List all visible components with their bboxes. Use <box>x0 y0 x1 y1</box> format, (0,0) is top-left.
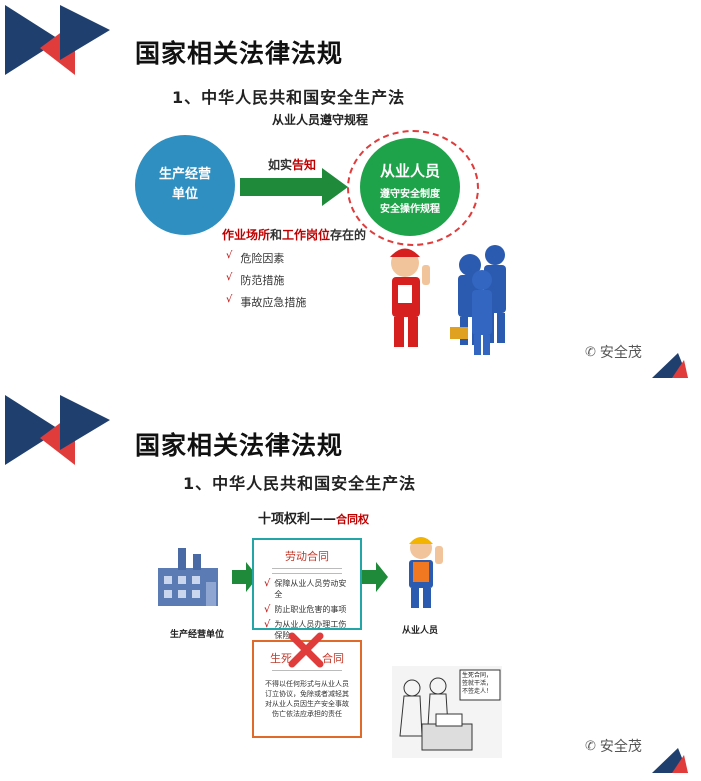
rights-plain: 十项权利—— <box>258 512 337 527</box>
labor-contract-title: 劳动合同 <box>285 550 329 563</box>
life-death-title: 生死 合同 <box>254 650 360 666</box>
watermark: ✆ 安全茂 <box>585 342 642 362</box>
check-icon: √ <box>226 294 233 305</box>
divider <box>272 670 342 671</box>
arrow-label-plain: 如实 <box>268 158 293 172</box>
slide-2: 国家相关法律法规 1、中华人民共和国安全生产法 十项权利——合同权 生产经营单位… <box>0 390 701 781</box>
workplace-heading: 作业场所和工作岗位存在的 <box>222 226 366 243</box>
cartoon-speech: 生死合同， 签就干活， 不签走人！ <box>462 672 492 696</box>
wechat-icon: ✆ <box>585 344 596 360</box>
check-icon: √ <box>264 578 271 589</box>
page-title: 国家相关法律法规 <box>135 39 344 68</box>
arrow-label-red: 告知 <box>292 158 317 172</box>
list-item: √为从业人员办理工伤保险 <box>264 619 350 641</box>
cross-mark-icon <box>288 632 324 668</box>
list-item: √ 防范措施 <box>226 272 284 288</box>
list-item: √防止职业危害的事项 <box>264 604 350 615</box>
workplace-plain-1: 和 <box>270 228 283 242</box>
workplace-plain-2: 存在的 <box>330 228 367 242</box>
arrow-label: 如实告知 <box>268 156 316 173</box>
divider <box>272 568 342 569</box>
check-icon: √ <box>226 250 233 261</box>
prohibition-line: 对从业人员因生产安全事故 <box>265 700 349 708</box>
right-circle-line-2: 安全操作规程 <box>380 203 440 215</box>
right-circle-line-1: 遵守安全制度 <box>380 188 440 200</box>
right-arrow <box>362 562 388 592</box>
employer-label: 生产经营单位 <box>170 630 225 640</box>
corner-decoration <box>5 395 110 465</box>
left-circle-line-1: 生产经营 <box>158 167 211 182</box>
worker-illustration <box>409 537 443 608</box>
workplace-red-2: 工作岗位 <box>282 228 331 242</box>
speech-line: 不签走人！ <box>462 688 493 695</box>
list-item-label: 保障从业人员劳动安全 <box>274 579 347 599</box>
corner-triangle <box>652 353 688 378</box>
life-death-contract-box: 生死 合同 不得以任何形式与从业人员 订立协议，免除或者减轻其 对从业人员因生产… <box>252 640 362 738</box>
list-item: √保障从业人员劳动安全 <box>264 578 350 600</box>
top-label: 从业人员遵守规程 <box>272 113 369 127</box>
list-item-label: 危险因素 <box>240 252 285 265</box>
workers-illustration <box>390 245 506 355</box>
corner-decoration <box>5 5 110 75</box>
speech-line: 签就干活， <box>462 680 493 687</box>
watermark-text: 安全茂 <box>599 739 642 755</box>
left-circle-employer: 生产经营 单位 <box>135 135 235 235</box>
rights-heading: 十项权利——合同权 <box>258 508 369 527</box>
law-subtitle: 1、中华人民共和国安全生产法 <box>183 474 417 493</box>
inform-arrow <box>240 168 348 206</box>
check-icon: √ <box>264 604 271 615</box>
life-death-title-right: 合同 <box>322 652 344 665</box>
list-item-label: 防止职业危害的事项 <box>274 605 347 614</box>
prohibition-line: 订立协议，免除或者减轻其 <box>265 690 349 698</box>
life-death-title-left: 生死 <box>270 652 292 665</box>
factory-illustration <box>158 548 218 606</box>
left-circle-line-2: 单位 <box>171 187 198 202</box>
divider <box>272 573 342 574</box>
rights-red: 合同权 <box>336 513 370 526</box>
list-item: √ 危险因素 <box>226 250 284 266</box>
list-item-label: 防范措施 <box>240 274 285 287</box>
dashed-ring <box>347 130 479 246</box>
prohibition-text: 不得以任何形式与从业人员 订立协议，免除或者减轻其 对从业人员因生产安全事故 伤… <box>254 679 360 719</box>
slide-1: 国家相关法律法规 1、中华人民共和国安全生产法 从业人员遵守规程 生产经营 单位… <box>0 0 701 385</box>
labor-contract-box: 劳动合同 √保障从业人员劳动安全 √防止职业危害的事项 √为从业人员办理工伤保险 <box>252 538 362 640</box>
check-icon: √ <box>264 619 271 630</box>
prohibition-line: 不得以任何形式与从业人员 <box>265 680 349 688</box>
speech-line: 生死合同， <box>462 672 493 679</box>
worker-label: 从业人员 <box>402 626 439 636</box>
list-item-label: 事故应急措施 <box>240 296 307 309</box>
workplace-red-1: 作业场所 <box>222 228 271 242</box>
law-subtitle: 1、中华人民共和国安全生产法 <box>172 88 406 107</box>
corner-triangle <box>652 748 688 773</box>
watermark-text: 安全茂 <box>599 345 642 361</box>
check-icon: √ <box>226 272 233 283</box>
right-circle-title: 从业人员 <box>379 161 440 180</box>
cartoon-sketch <box>392 666 502 758</box>
watermark: ✆ 安全茂 <box>585 736 642 756</box>
prohibition-line: 伤亡依法应承担的责任 <box>272 710 342 718</box>
right-circle-worker: 从业人员 遵守安全制度 安全操作规程 <box>360 138 460 236</box>
list-item: √ 事故应急措施 <box>226 294 306 310</box>
list-item-label: 为从业人员办理工伤保险 <box>274 620 347 640</box>
wechat-icon: ✆ <box>585 738 596 754</box>
page-title: 国家相关法律法规 <box>135 431 344 460</box>
